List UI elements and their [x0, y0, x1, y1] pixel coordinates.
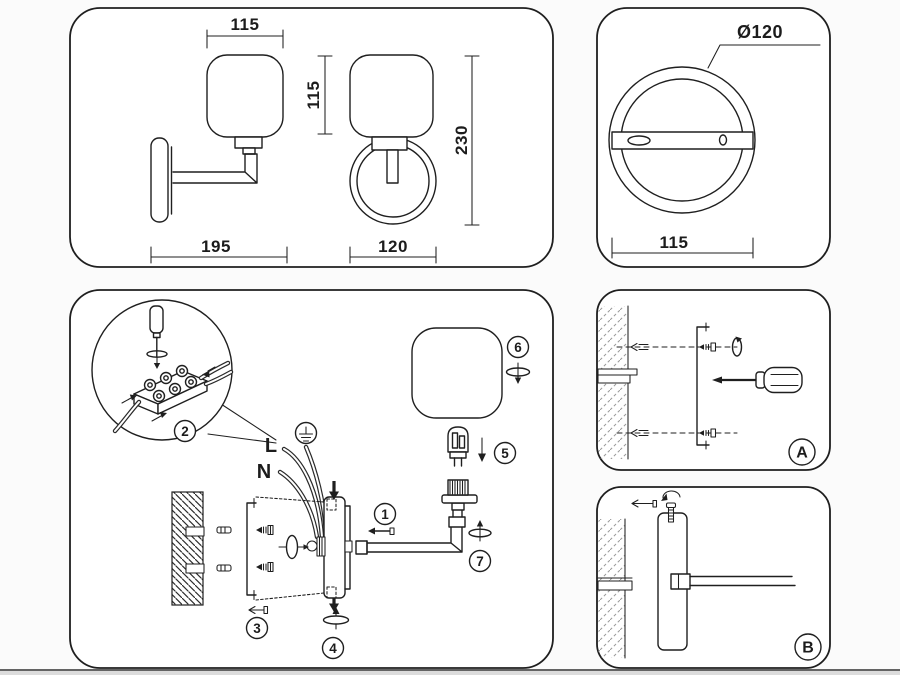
live-wire-label: L [265, 435, 277, 457]
earth-symbol-icon [294, 421, 318, 445]
lamp-side-view: 115 195 [150, 15, 288, 264]
dim-shade-width: 115 [231, 15, 260, 34]
balloon-wires [112, 360, 234, 434]
screw-icon [699, 342, 717, 352]
wall-section [171, 491, 232, 606]
panel-backplate-view: Ø120 115 [596, 7, 831, 268]
backplate-outer-circle [608, 66, 756, 214]
socket-thread [447, 479, 469, 496]
step-1-arrow [368, 527, 395, 536]
wall-plug-icon [216, 526, 232, 534]
panel-dimension-views: 115 195 115 [69, 7, 554, 268]
svg-text:5: 5 [501, 446, 509, 461]
rotate-symbol [146, 350, 168, 369]
mounting-slot [627, 135, 651, 146]
step-3-badge: 3 [245, 616, 269, 640]
mounting-bracket [246, 497, 257, 601]
dim-plate-diameter: Ø120 [737, 22, 783, 42]
dim-shade-height: 115 [304, 81, 323, 110]
screw-icon [256, 561, 274, 573]
mounting-hole [718, 134, 728, 146]
insert-down-arrow [478, 437, 486, 462]
wall-plate-side [150, 137, 169, 223]
drill-hole [185, 526, 205, 537]
top-screw-icon [661, 490, 681, 523]
rotate-symbol [731, 336, 743, 357]
panel-assembly: 2 L N [69, 289, 554, 669]
detail-b-badge: B [794, 633, 822, 661]
neutral-wire-label: N [257, 461, 271, 483]
screwdriver-icon [712, 366, 803, 394]
panel-detail-a: A [596, 289, 831, 471]
glass-shade-outline [411, 327, 503, 419]
stem-front [386, 149, 399, 184]
svg-text:7: 7 [476, 554, 484, 569]
terminal-detail-balloon: 2 [91, 299, 277, 444]
svg-text:3: 3 [253, 621, 261, 636]
lamp-front-view: 230 120 [349, 54, 480, 264]
cable-gland [306, 536, 326, 557]
dim-overall-height: 230 [452, 125, 471, 155]
svg-text:B: B [802, 640, 814, 657]
junction-tab [597, 577, 633, 591]
diameter-leader-line [707, 44, 821, 69]
screw-icon [256, 524, 274, 536]
dim-overall-depth: 195 [201, 237, 231, 256]
step-6-badge: 6 [506, 335, 530, 359]
anchor-arrow [630, 428, 649, 438]
dim-ring-width: 120 [378, 237, 408, 256]
step-7-badge: 7 [468, 549, 492, 573]
step-5-badge: 5 [493, 441, 517, 465]
halogen-bulb-icon [447, 426, 469, 467]
remove-arrow [631, 499, 658, 508]
svg-text:A: A [796, 445, 808, 462]
slide-down-arrow [329, 598, 339, 612]
wall-plug-icon [216, 564, 232, 572]
screwdriver-icon [149, 305, 164, 358]
step-3-arrow [248, 605, 269, 615]
sheet-bottom-edge [0, 669, 900, 675]
step-4-badge: 4 [321, 636, 345, 660]
svg-text:2: 2 [181, 424, 189, 439]
panel-detail-b: B [596, 486, 831, 669]
arm-section [670, 573, 796, 590]
terminal-block-icon [133, 364, 208, 415]
washer-screw-icon [322, 607, 350, 630]
slide-down-arrow [329, 481, 339, 500]
bracket-section [696, 322, 710, 450]
dim-hole-spacing: 115 [660, 233, 689, 252]
thumbscrew-icon [278, 534, 309, 560]
junction-tab [597, 368, 638, 384]
step-2-badge: 2 [173, 419, 197, 443]
anchor-arrow [630, 342, 649, 352]
shade-side-outline [206, 54, 284, 138]
mounting-bar [611, 131, 754, 150]
rotate-symbol [505, 362, 531, 384]
lamp-arm-assembly [355, 479, 478, 555]
svg-text:1: 1 [381, 507, 389, 522]
svg-text:4: 4 [329, 641, 337, 656]
step-1-badge: 1 [373, 502, 397, 526]
detail-a-badge: A [788, 438, 816, 466]
rotate-symbol [468, 520, 492, 542]
dim-shade-height-group: 115 [304, 55, 333, 135]
screw-icon [699, 428, 717, 438]
shade-front-outline [349, 54, 434, 138]
shade-neck [234, 136, 263, 149]
drill-hole [185, 563, 205, 574]
lamp-arm-side [172, 153, 258, 184]
svg-text:6: 6 [514, 340, 522, 355]
